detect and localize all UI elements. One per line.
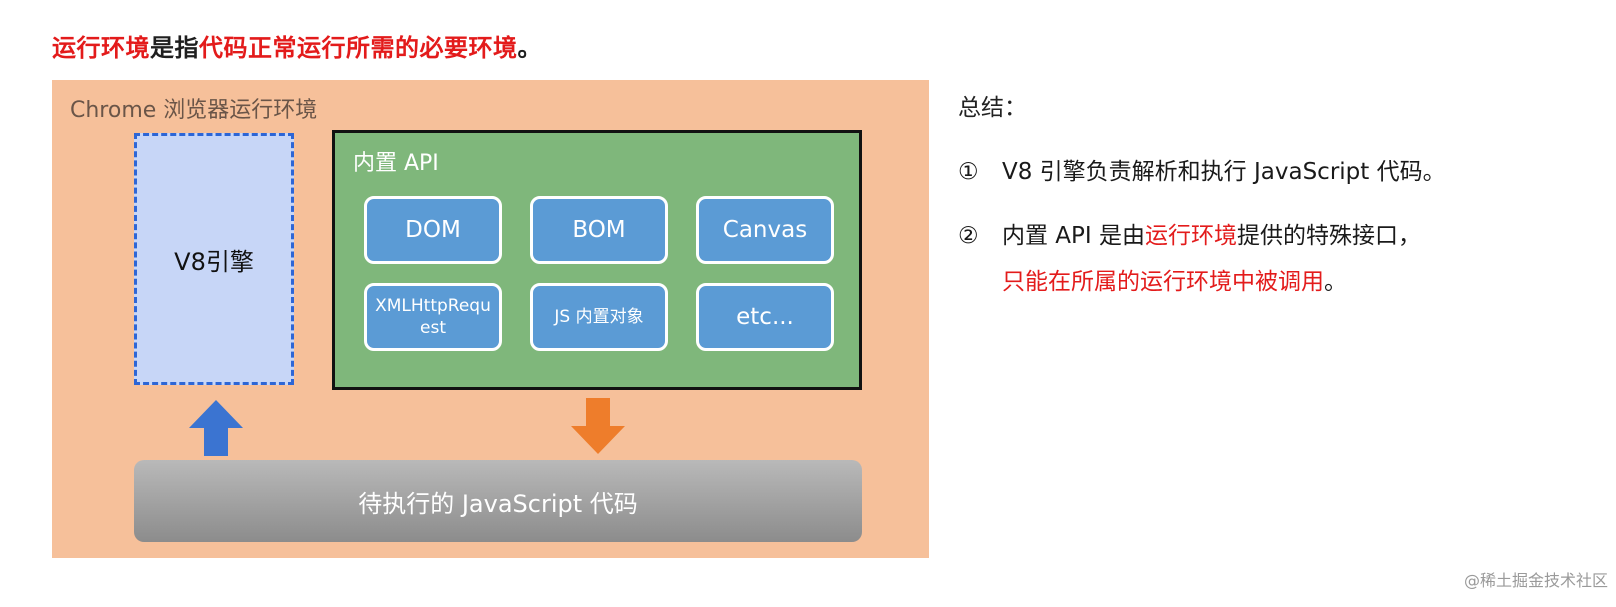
- panel-title: Chrome 浏览器运行环境: [70, 98, 318, 123]
- summary-item-2-period: 。: [1324, 269, 1347, 295]
- heading-period: 。: [517, 34, 542, 62]
- heading-definition: 代码正常运行所需的必要环境: [199, 34, 518, 62]
- api-item-dom: DOM: [364, 196, 502, 264]
- api-item-etc: etc...: [696, 283, 834, 351]
- summary-item-2-restriction: 只能在所属的运行环境中被调用: [1002, 269, 1324, 295]
- v8-engine-label: V8引擎: [174, 247, 254, 276]
- summary-item-2-text-a: 内置 API 是由: [1002, 223, 1146, 249]
- builtin-api-title: 内置 API: [353, 151, 439, 176]
- pending-code-bar: 待执行的 JavaScript 代码: [134, 460, 862, 542]
- watermark: @稀土掘金技术社区: [1463, 571, 1608, 590]
- summary-item-1-text: V8 引擎负责解析和执行 JavaScript 代码。: [1002, 159, 1446, 185]
- builtin-api-box: 内置 API DOM BOM Canvas XMLHttpRequest JS …: [332, 130, 862, 390]
- heading-term: 运行环境: [52, 34, 150, 62]
- summary-item-2-line-2: 只能在所属的运行环境中被调用。: [1002, 262, 1347, 296]
- summary-item-1: ① V8 引擎负责解析和执行 JavaScript 代码。: [958, 152, 1446, 186]
- heading-connector: 是指: [150, 34, 199, 62]
- summary-item-2-text-c: 提供的特殊接口，: [1237, 223, 1422, 249]
- summary-item-2-highlight: 运行环境: [1145, 223, 1238, 249]
- pending-code-label: 待执行的 JavaScript 代码: [358, 489, 638, 518]
- arrow-up-icon: [189, 400, 243, 456]
- api-item-js-builtin-objects: JS 内置对象: [530, 283, 668, 351]
- api-item-canvas: Canvas: [696, 196, 834, 264]
- api-item-xmlhttprequest: XMLHttpRequest: [364, 283, 502, 351]
- summary-item-2-number: ②: [958, 223, 979, 249]
- api-item-bom: BOM: [530, 196, 668, 264]
- v8-engine-box: V8引擎: [134, 133, 294, 385]
- arrow-down-icon: [571, 398, 625, 454]
- summary-item-2: ② 内置 API 是由运行环境提供的特殊接口，: [958, 216, 1421, 250]
- summary-title: 总结：: [958, 95, 1027, 121]
- runtime-environment-panel: Chrome 浏览器运行环境 V8引擎 内置 API DOM BOM Canva…: [52, 80, 929, 558]
- summary-item-1-number: ①: [958, 159, 979, 185]
- page-heading: 运行环境是指代码正常运行所需的必要环境。: [52, 28, 542, 63]
